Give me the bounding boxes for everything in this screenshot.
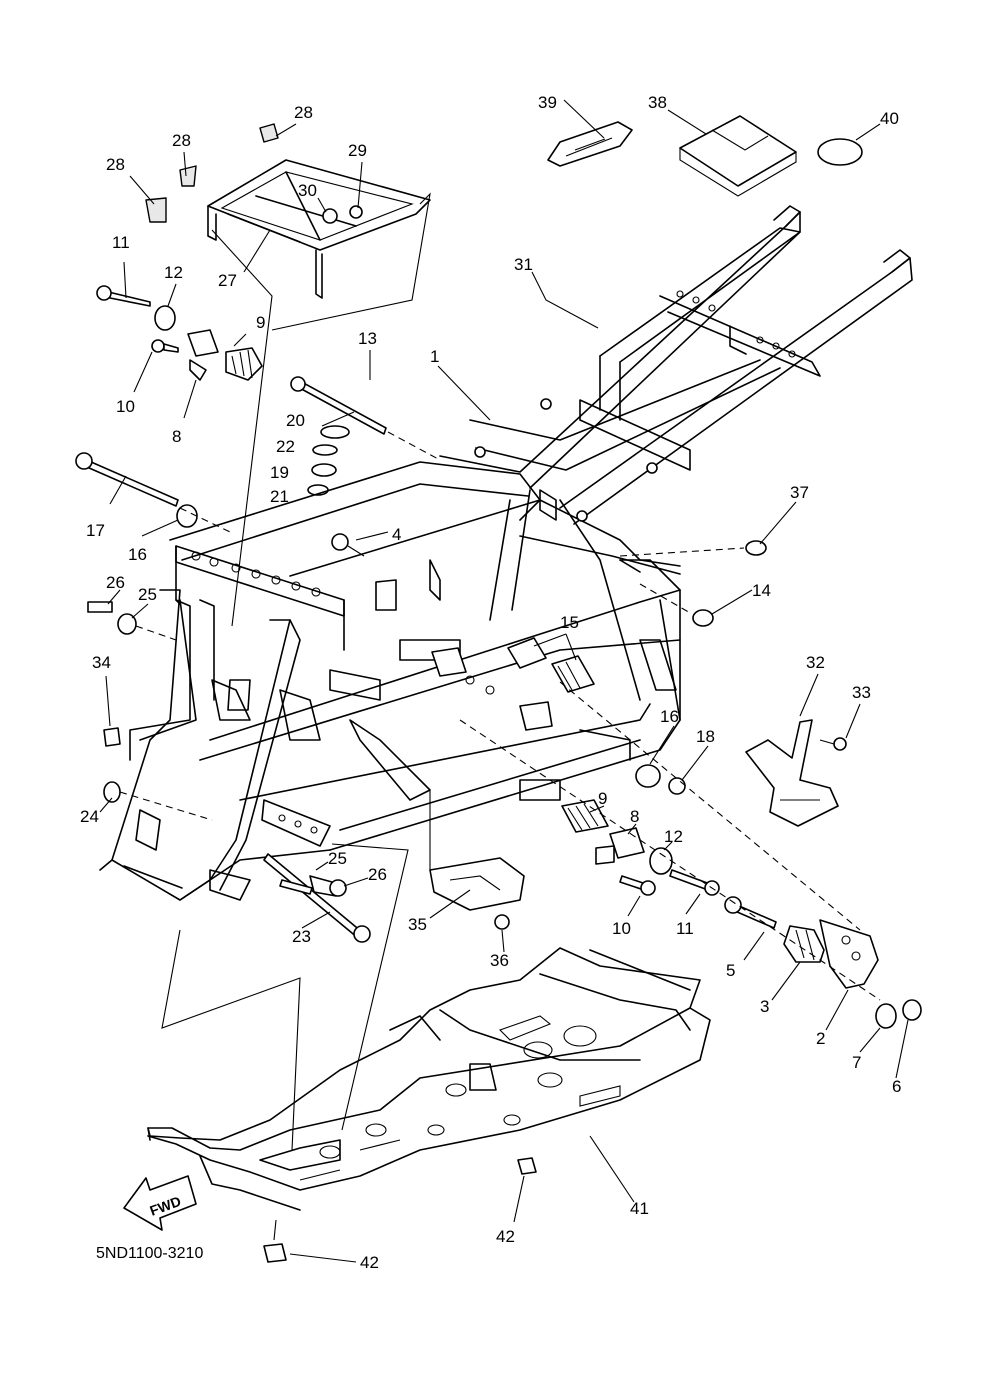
part-15-bushings — [431, 637, 595, 731]
upper-left-mount-hardware — [96, 285, 263, 381]
callout-8: 8 — [630, 807, 639, 826]
lower-bolts-23-25-26 — [263, 853, 371, 943]
callout-32: 32 — [806, 653, 825, 672]
callout-31: 31 — [514, 255, 533, 274]
callout-17: 17 — [86, 521, 105, 540]
callout-5: 5 — [726, 961, 735, 980]
part-39-tool — [547, 121, 633, 167]
callout-4: 4 — [392, 525, 401, 544]
callout-42: 42 — [496, 1227, 515, 1246]
callout-38: 38 — [648, 93, 667, 112]
callout-3: 3 — [760, 997, 769, 1016]
callout-6: 6 — [892, 1077, 901, 1096]
small-fasteners-4-37-14 — [331, 533, 767, 627]
callout-labels: 28 28 28 29 30 27 11 12 9 10 8 13 1 20 2… — [80, 93, 901, 1272]
callout-37: 37 — [790, 483, 809, 502]
callout-25: 25 — [328, 849, 347, 868]
callout-8: 8 — [172, 427, 181, 446]
callout-28: 28 — [106, 155, 125, 174]
callout-13: 13 — [358, 329, 377, 348]
callout-22: 22 — [276, 437, 295, 456]
callout-16: 16 — [128, 545, 147, 564]
callout-26: 26 — [368, 865, 387, 884]
callout-41: 41 — [630, 1199, 649, 1218]
callout-23: 23 — [292, 927, 311, 946]
callout-15: 15 — [560, 613, 579, 632]
callout-40: 40 — [880, 109, 899, 128]
callout-29: 29 — [348, 141, 367, 160]
callout-27: 27 — [218, 271, 237, 290]
callout-9: 9 — [598, 789, 607, 808]
left-front-hardware — [87, 601, 213, 821]
callout-28: 28 — [172, 131, 191, 150]
callout-30: 30 — [298, 181, 317, 200]
callout-34: 34 — [92, 653, 111, 672]
callout-42: 42 — [360, 1253, 379, 1272]
callout-1: 1 — [430, 347, 439, 366]
callout-11: 11 — [676, 919, 694, 938]
callout-18: 18 — [696, 727, 715, 746]
callout-12: 12 — [164, 263, 183, 282]
callout-28: 28 — [294, 103, 313, 122]
callout-39: 39 — [538, 93, 557, 112]
part-1-main-frame — [99, 205, 913, 901]
part-27-battery-bracket — [145, 123, 431, 299]
callout-16: 16 — [660, 707, 679, 726]
callout-33: 33 — [852, 683, 871, 702]
part-41-skid-plate — [147, 947, 711, 1211]
diagram-code: 5ND1100-3210 — [96, 1245, 203, 1262]
callout-24: 24 — [80, 807, 99, 826]
callout-7: 7 — [852, 1053, 861, 1072]
part-40-o-ring — [817, 138, 863, 166]
callout-9: 9 — [256, 313, 265, 332]
fwd-arrow-icon: FWD — [123, 1175, 197, 1231]
leader-lines — [99, 99, 909, 1263]
callout-2: 2 — [816, 1029, 825, 1048]
callout-25: 25 — [138, 585, 157, 604]
callout-19: 19 — [270, 463, 289, 482]
engine-outline-bracket — [161, 843, 409, 1151]
part-35-bracket — [429, 790, 525, 930]
long-bolts-13-17 — [75, 376, 441, 533]
callout-10: 10 — [612, 919, 631, 938]
callout-26: 26 — [106, 573, 125, 592]
callout-10: 10 — [116, 397, 135, 416]
callout-36: 36 — [490, 951, 509, 970]
callout-14: 14 — [752, 581, 771, 600]
part-42-bolts — [263, 1157, 537, 1263]
part-38-pouch — [679, 115, 797, 197]
right-lower-hardware — [459, 681, 922, 1029]
callout-21: 21 — [270, 487, 289, 506]
bracket-connector-lines — [211, 192, 431, 627]
callout-20: 20 — [286, 411, 305, 430]
part-32-bracket — [745, 719, 847, 827]
callout-11: 11 — [112, 233, 130, 252]
callout-35: 35 — [408, 915, 427, 934]
callout-12: 12 — [664, 827, 683, 846]
